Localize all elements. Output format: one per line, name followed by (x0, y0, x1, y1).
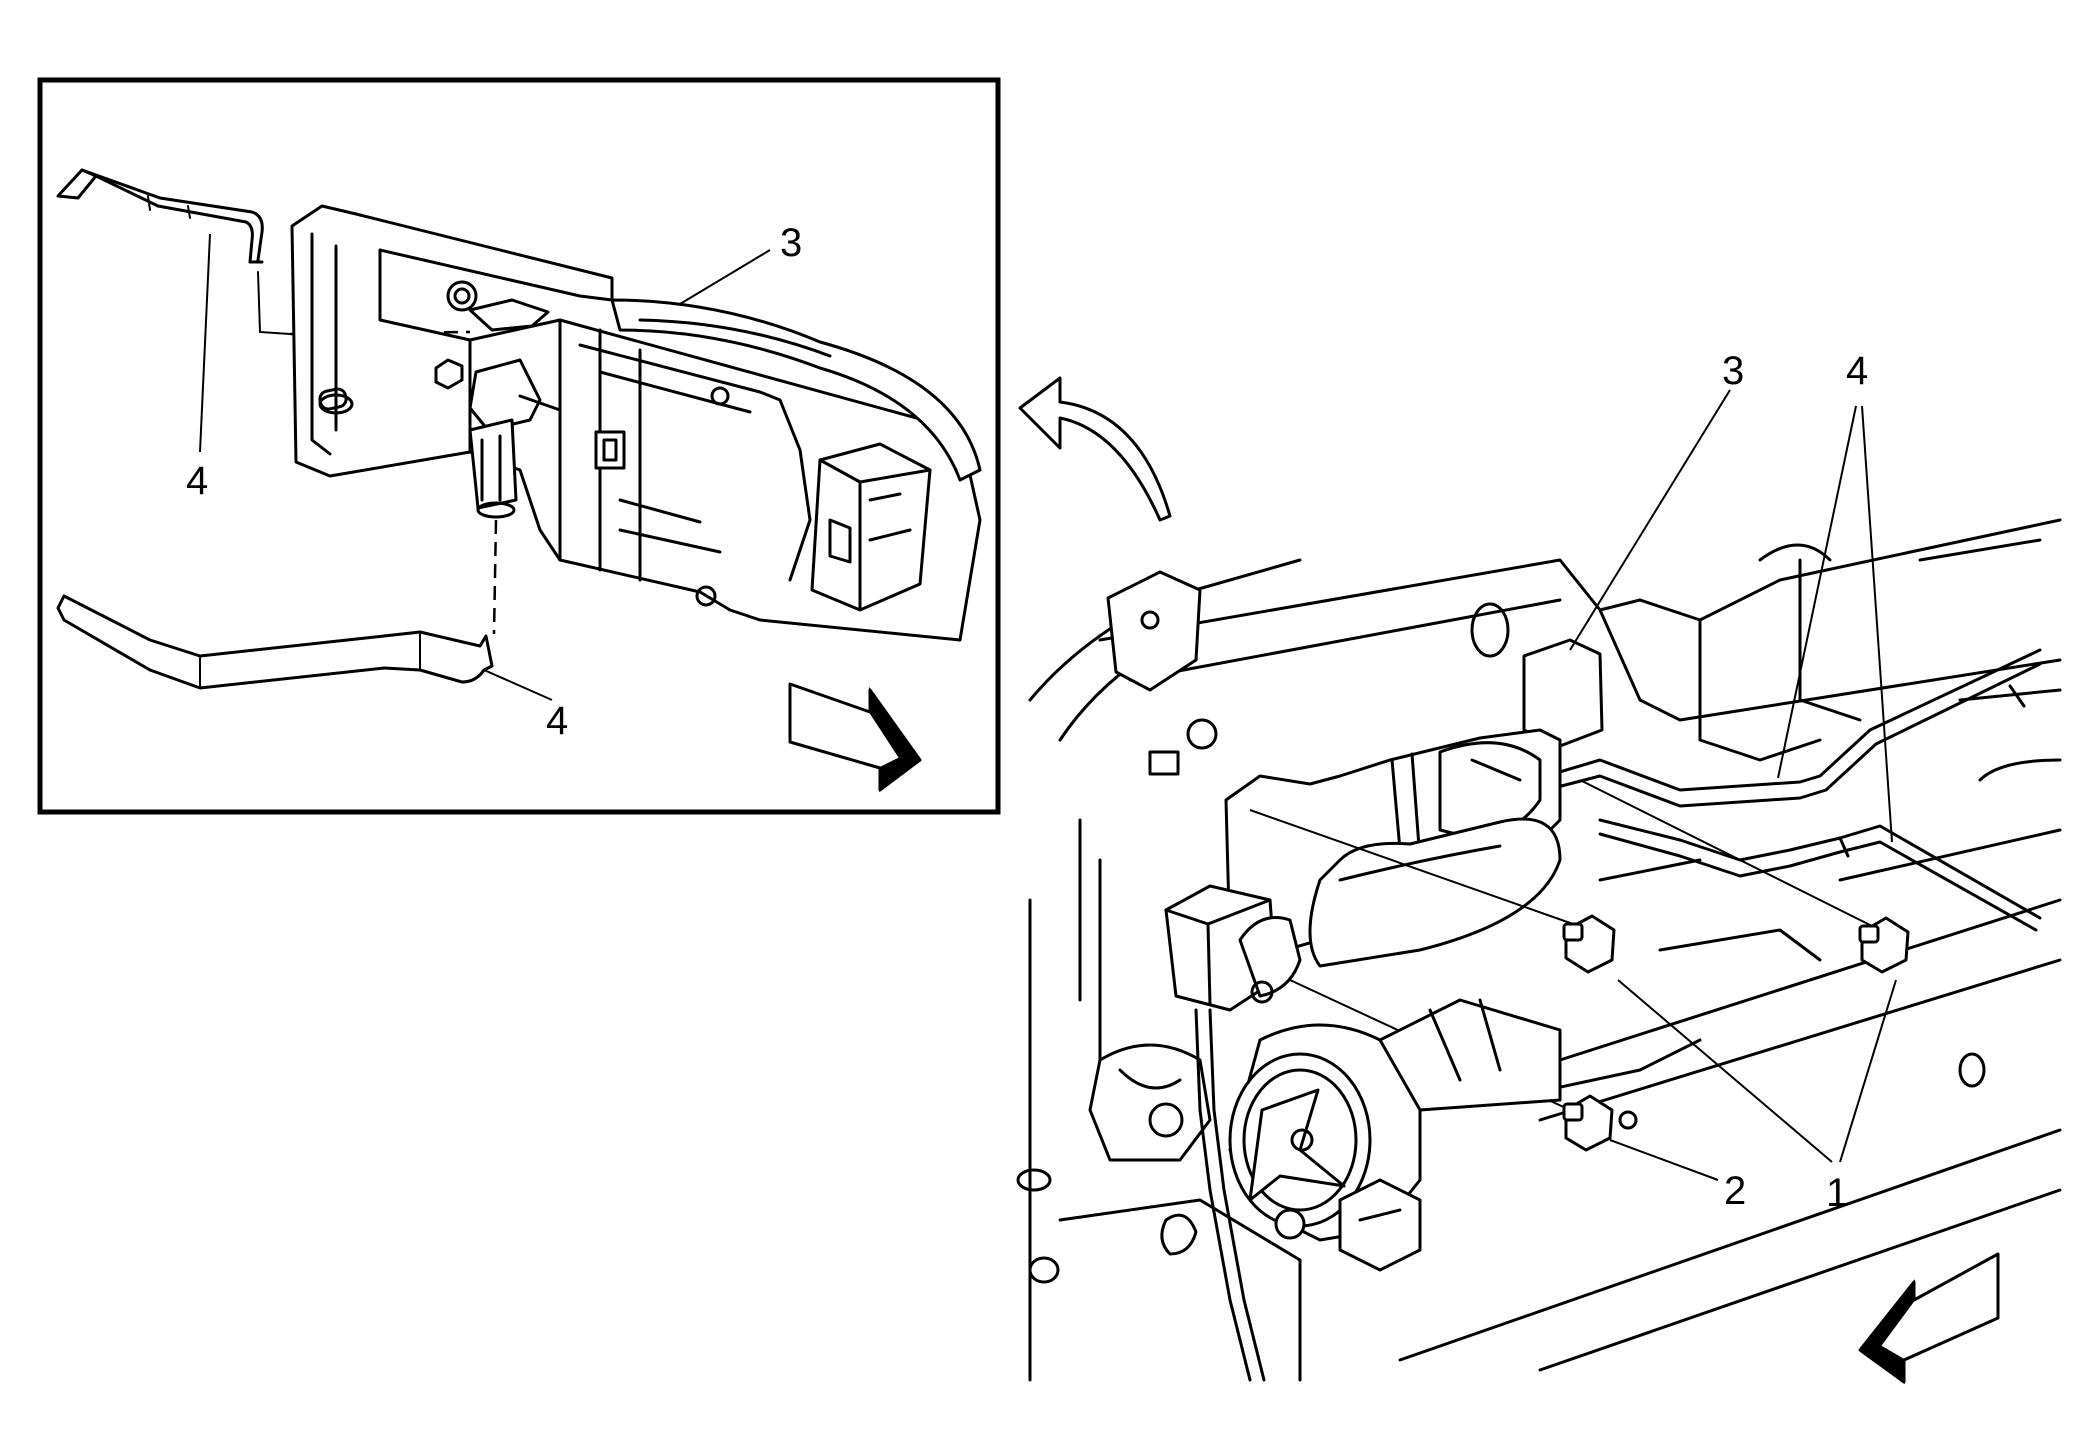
bolt-icon (1562, 914, 1616, 974)
inset-upper-rod (56, 168, 264, 264)
main-rods (1544, 648, 2042, 932)
inset-callout-3: 3 (780, 221, 802, 265)
front-direction-arrow-icon (788, 682, 922, 792)
front-direction-arrow-icon (1858, 1252, 2000, 1384)
inset-detail: 4 4 3 (37, 77, 1001, 815)
inset-lower-rod (56, 594, 494, 690)
inset-callout-4-upper: 4 (186, 459, 208, 503)
inset-handle-assembly (290, 204, 982, 642)
main-view: 3 4 1 2 (1016, 349, 2062, 1384)
inset-callout-4-lower: 4 (546, 699, 568, 743)
main-regulator-motor (1088, 998, 1562, 1272)
main-cable (1194, 1008, 1252, 1382)
main-callout-2: 2 (1724, 1169, 1746, 1213)
curved-arrow-icon (1018, 376, 1172, 522)
main-callout-4: 4 (1846, 349, 1868, 393)
bolt-icon (1858, 916, 1910, 974)
door-inner-panel (1016, 518, 2062, 1382)
main-callout-3: 3 (1722, 349, 1744, 393)
main-bolts (1249, 779, 1910, 974)
main-handle-assembly (1164, 638, 1604, 1012)
main-callout-1: 1 (1826, 1171, 1848, 1215)
